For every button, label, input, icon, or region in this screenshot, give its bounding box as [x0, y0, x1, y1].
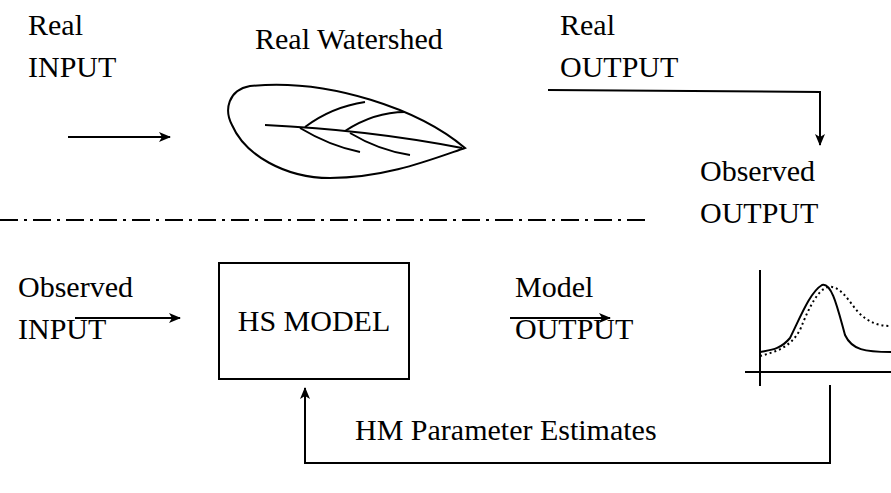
process-box: HS MODEL	[218, 262, 410, 380]
input-arrow	[68, 136, 170, 138]
watershed-leaf	[228, 85, 465, 178]
diagram-label: Observed INPUT	[18, 266, 133, 350]
diagram-label: Observed OUTPUT	[700, 150, 818, 234]
hydrograph-chart	[745, 270, 891, 386]
diagram-label: Real INPUT	[28, 4, 116, 88]
diagram-label: Real OUTPUT	[560, 4, 678, 88]
diagram-label: HM Parameter Estimates	[355, 409, 657, 451]
feedback-arrow	[305, 385, 830, 463]
separator-line	[0, 219, 650, 221]
diagram-label: Model OUTPUT	[515, 266, 633, 350]
box-title: HS MODEL	[238, 304, 391, 338]
output-arrow	[548, 90, 820, 145]
diagram-label: Real Watershed	[255, 18, 443, 60]
